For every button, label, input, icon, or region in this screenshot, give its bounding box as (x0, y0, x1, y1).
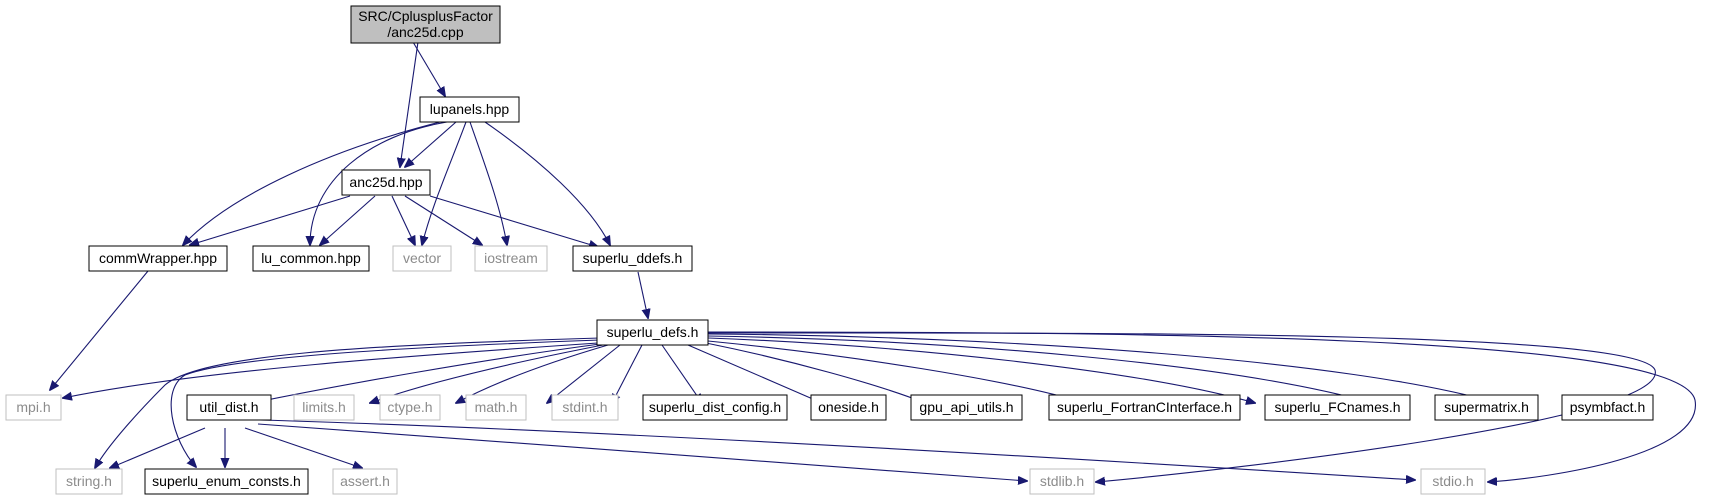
node-superlu-defs-h[interactable]: superlu_defs.h (596, 319, 709, 346)
node-label: lupanels.hpp (430, 101, 510, 117)
node-lupanels-hpp[interactable]: lupanels.hpp (419, 96, 520, 123)
edge-lupanels-ddefs (484, 121, 610, 245)
node-label: superlu_enum_consts.h (152, 473, 301, 489)
edge-defs-distconfig (661, 344, 702, 403)
edge-defs-stdint (612, 344, 643, 403)
node-label: superlu_ddefs.h (583, 250, 683, 266)
node-limits-h[interactable]: limits.h (293, 394, 355, 421)
node-label: supermatrix.h (1444, 399, 1529, 415)
node-oneside-h[interactable]: oneside.h (810, 394, 887, 421)
edge-anc25d-ddefs (429, 195, 598, 247)
node-label: mpi.h (16, 399, 50, 415)
node-mpi-h[interactable]: mpi.h (5, 394, 62, 421)
node-label: ctype.h (387, 399, 432, 415)
edge-defs-psymbfact (707, 333, 1497, 403)
root-line1: SRC/CplusplusFactor (358, 8, 493, 24)
edge-lupanels-lucommon (310, 121, 448, 245)
node-supermatrix-h[interactable]: supermatrix.h (1434, 394, 1539, 421)
node-label: commWrapper.hpp (99, 250, 217, 266)
edge-defs-fcnames (707, 337, 1255, 403)
node-anc25d-hpp[interactable]: anc25d.hpp (341, 169, 431, 196)
edge-defs-string (95, 337, 601, 468)
node-string-h[interactable]: string.h (55, 468, 123, 495)
node-stdio-h[interactable]: stdio.h (1420, 468, 1486, 495)
node-label: assert.h (340, 473, 390, 489)
node-label: stdio.h (1432, 473, 1473, 489)
node-superlu-enum-consts-h[interactable]: superlu_enum_consts.h (144, 468, 309, 495)
node-label: string.h (66, 473, 112, 489)
node-superlu-ddefs-h[interactable]: superlu_ddefs.h (572, 245, 693, 272)
node-label: superlu_FCnames.h (1274, 399, 1400, 415)
edge-defs-gpuapi (705, 342, 925, 403)
node-iostream[interactable]: iostream (474, 245, 548, 272)
node-stdint-h[interactable]: stdint.h (551, 394, 619, 421)
root-line2: /anc25d.cpp (387, 24, 463, 40)
edge-root-lupanels (412, 41, 445, 96)
edge-defs-enumconsts (170, 339, 601, 467)
node-assert-h[interactable]: assert.h (332, 468, 398, 495)
edge-anc25d-vector (391, 195, 415, 245)
node-label: stdint.h (562, 399, 607, 415)
node-util-dist-h[interactable]: util_dist.h (186, 394, 272, 421)
edge-lupanels-vector (422, 121, 467, 245)
node-label: superlu_dist_config.h (649, 399, 781, 415)
node-superlu-fcnames-h[interactable]: superlu_FCnames.h (1264, 394, 1411, 421)
node-label: anc25d.hpp (349, 174, 422, 190)
edge-utildist-assert (244, 427, 362, 468)
node-label: limits.h (302, 399, 346, 415)
node-root-anc25d-cpp[interactable]: SRC/CplusplusFactor /anc25d.cpp (350, 5, 501, 44)
edge-root-anc25d-hpp (400, 41, 419, 167)
edge-defs-mpi (63, 342, 599, 398)
node-label: util_dist.h (199, 399, 258, 415)
edge-defs-supermatrix (707, 335, 1372, 403)
node-label: superlu_FortranCInterface.h (1057, 399, 1232, 415)
node-stdlib-h[interactable]: stdlib.h (1029, 468, 1095, 495)
node-superlu-fortrancinterface-h[interactable]: superlu_FortranCInterface.h (1048, 394, 1241, 421)
node-label: psymbfact.h (1570, 399, 1645, 415)
edge-defs-oneside (687, 344, 822, 403)
edge-defs-stdio (707, 331, 1696, 482)
node-label: superlu_defs.h (607, 324, 699, 340)
edge-lupanels-commwrapper (183, 121, 441, 245)
node-vector[interactable]: vector (392, 245, 452, 272)
edge-utildist-string (110, 427, 206, 468)
node-gpu-api-utils-h[interactable]: gpu_api_utils.h (910, 394, 1023, 421)
edge-commwrapper-mpi (50, 270, 149, 390)
edge-defs-utildist (252, 343, 601, 403)
node-label: oneside.h (818, 399, 879, 415)
node-label: vector (403, 250, 441, 266)
node-label: stdlib.h (1040, 473, 1084, 489)
edge-ddefs-defs (637, 271, 648, 318)
node-psymbfact-h[interactable]: psymbfact.h (1561, 394, 1654, 421)
node-lu-common-hpp[interactable]: lu_common.hpp (252, 245, 370, 272)
node-label: gpu_api_utils.h (919, 399, 1013, 415)
edge-defs-fortran (707, 340, 1085, 403)
node-superlu-dist-config-h[interactable]: superlu_dist_config.h (642, 394, 788, 421)
node-math-h[interactable]: math.h (465, 394, 527, 421)
edge-anc25d-iostream (404, 195, 482, 245)
node-label: math.h (475, 399, 518, 415)
node-ctype-h[interactable]: ctype.h (379, 394, 441, 421)
edge-anc25d-commwrapper (190, 195, 351, 245)
edge-lupanels-iostream (469, 121, 507, 245)
edge-utildist-stdio (259, 419, 1415, 480)
edge-lupanels-anc25d-hpp (405, 121, 457, 167)
node-commwrapper-hpp[interactable]: commWrapper.hpp (88, 245, 228, 272)
edge-anc25d-lucommon (320, 195, 376, 245)
node-label: lu_common.hpp (261, 250, 361, 266)
node-label: iostream (484, 250, 538, 266)
edge-defs-math (547, 344, 621, 403)
